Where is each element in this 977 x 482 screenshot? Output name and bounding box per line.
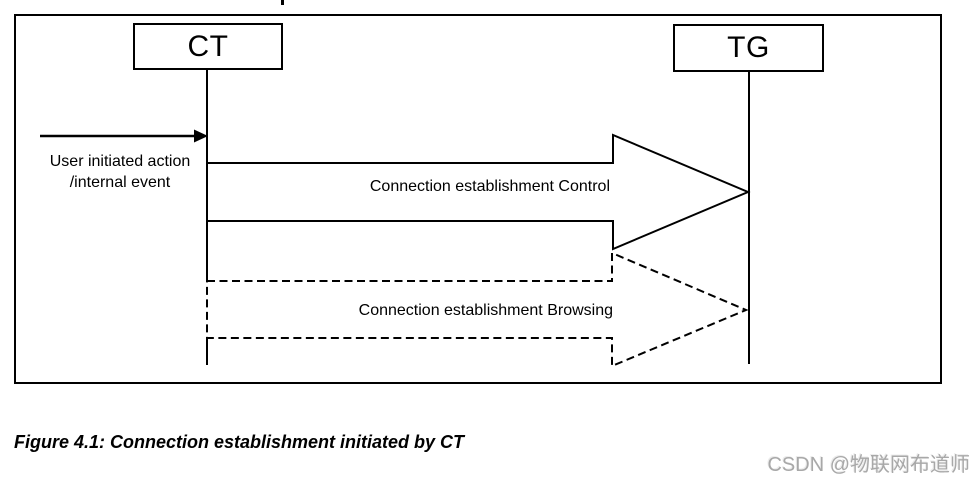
trigger-label: User initiated action /internal event [30, 151, 210, 193]
trigger-label-line2: /internal event [69, 174, 171, 191]
entity-box-tg: TG [673, 24, 824, 72]
trigger-arrowhead-icon [194, 129, 208, 143]
cropped-text-artifact [281, 0, 284, 5]
control-message-arrow [208, 133, 751, 251]
watermark: CSDN @物联网布道师 [767, 454, 970, 476]
browsing-message-arrow [206, 251, 749, 368]
message-label-browsing: Connection establishment Browsing [358, 302, 613, 319]
diagram-border [14, 14, 942, 384]
entity-label-ct: CT [187, 29, 229, 63]
trigger-label-line1: User initiated action [49, 153, 191, 170]
figure-caption: Figure 4.1: Connection establishment ini… [14, 432, 465, 452]
entity-box-ct: CT [133, 23, 283, 70]
message-label-control: Connection establishment Control [369, 178, 610, 195]
entity-label-tg: TG [727, 31, 770, 64]
